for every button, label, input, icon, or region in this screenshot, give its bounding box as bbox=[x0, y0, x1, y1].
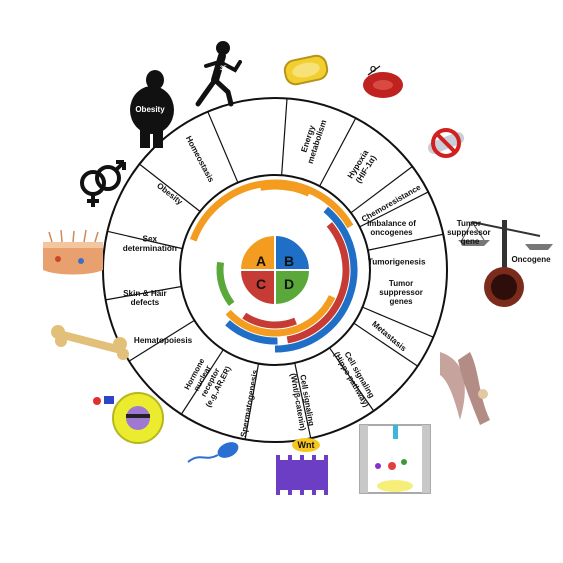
inner-ring bbox=[179, 174, 371, 366]
arc-B bbox=[274, 206, 358, 353]
runner-icon: 35 bbox=[195, 41, 242, 107]
legend-quadrant-D bbox=[274, 269, 312, 307]
segment-label-line: Imbalance of bbox=[367, 219, 416, 228]
skin-hair-icon bbox=[43, 229, 103, 275]
segment-label-line: Tumorigenesis bbox=[368, 257, 426, 266]
scale-right-label: Oncogene bbox=[511, 255, 551, 264]
segment-label-line: suppressor bbox=[379, 288, 423, 297]
balance-scale-icon: Tumor suppressor gene Oncogene bbox=[447, 219, 553, 307]
runner-number: 35 bbox=[220, 66, 227, 72]
segment-label: Hematopoiesis bbox=[134, 336, 193, 345]
legend-label-B: B bbox=[284, 253, 294, 269]
segment-divider bbox=[207, 111, 239, 183]
segment-divider bbox=[107, 230, 183, 250]
segment-divider bbox=[244, 363, 260, 440]
oxygen-label: O bbox=[370, 65, 376, 74]
arc-C bbox=[242, 312, 297, 329]
segment-divider bbox=[105, 285, 182, 301]
segment-label: Energymetabolism bbox=[297, 116, 329, 165]
segment-label-line: Sex bbox=[143, 235, 158, 244]
arc-B bbox=[225, 320, 278, 345]
segment-divider bbox=[359, 191, 429, 228]
segment-label-line: oncogenes bbox=[370, 228, 413, 237]
sperm-icon bbox=[187, 442, 239, 463]
legend-quadrant-B bbox=[274, 233, 312, 271]
segment-label: Spermatogenesis bbox=[239, 369, 260, 438]
segment-label-line: Hematopoiesis bbox=[134, 336, 193, 345]
gender-symbol-icon bbox=[80, 160, 126, 207]
fat-cell-icon bbox=[283, 54, 329, 86]
center-legend: A B C D bbox=[238, 233, 312, 307]
wnt-label: Wnt bbox=[298, 440, 315, 450]
arc-D bbox=[216, 261, 235, 307]
arc-C bbox=[286, 222, 350, 344]
segment-divider bbox=[350, 166, 413, 214]
segment-divider bbox=[294, 362, 312, 439]
scale-left-label: Tumor suppressor gene bbox=[447, 219, 493, 246]
segment-label: Chemoresistance bbox=[360, 182, 423, 223]
hippo-pathway-cell-icon bbox=[359, 424, 431, 494]
segment-label: Cell signaling(Hippo pathway) bbox=[332, 346, 379, 409]
segment-divider bbox=[139, 163, 201, 212]
bone-icon bbox=[51, 325, 129, 360]
segment-divider bbox=[281, 98, 288, 176]
obesity-silhouette-icon: Obesity bbox=[130, 70, 174, 148]
no-drug-icon bbox=[427, 128, 465, 158]
segment-label-line: Tumor bbox=[389, 279, 413, 288]
segment-divider bbox=[328, 347, 375, 412]
segment-label-line: Obesity bbox=[155, 181, 185, 207]
red-blood-cell-icon: O bbox=[363, 65, 403, 98]
segment-label-line: defects bbox=[131, 298, 160, 307]
segment-label: Homeostasis bbox=[184, 134, 216, 184]
arc-layer bbox=[189, 179, 358, 353]
segment-divider bbox=[367, 233, 444, 251]
segment-label: Hormonenuclearreceptor(e.g.,AR,ER) bbox=[180, 352, 233, 409]
segment-label: Cell signaling(Wnt/β-catenin) bbox=[289, 371, 317, 432]
metastasis-vessel-icon bbox=[440, 352, 490, 425]
arc-A bbox=[259, 182, 311, 197]
segment-label-line: determination bbox=[123, 244, 177, 253]
segment-label-line: Chemoresistance bbox=[360, 182, 423, 223]
legend-label-C: C bbox=[256, 276, 266, 292]
segment-label: Tumorigenesis bbox=[368, 257, 426, 266]
nuclear-receptor-cell-icon bbox=[93, 392, 164, 444]
segment-label-line: Spermatogenesis bbox=[239, 369, 260, 438]
segment-divider bbox=[128, 319, 195, 362]
segment-label: Hypoxia(HIF-1α) bbox=[346, 148, 379, 185]
legend-quadrant-A bbox=[238, 233, 276, 271]
segment-label: Obesity bbox=[155, 181, 185, 207]
segment-divider bbox=[319, 117, 357, 187]
icon-layer: Obesity 35 O bbox=[43, 41, 553, 495]
wnt-receptor-icon: Wnt bbox=[276, 438, 328, 495]
segment-label-line: Skin & Hair bbox=[123, 289, 167, 298]
legend-quadrant-C bbox=[238, 269, 276, 307]
legend-label-A: A bbox=[256, 253, 266, 269]
obesity-figure-label: Obesity bbox=[135, 105, 165, 114]
segment-label-line: Homeostasis bbox=[184, 134, 216, 184]
segment-label-line: genes bbox=[389, 297, 413, 306]
arc-A bbox=[225, 295, 336, 337]
segment-divider bbox=[180, 349, 224, 415]
segment-divider bbox=[353, 322, 418, 367]
segment-divider bbox=[362, 306, 434, 338]
legend-label-D: D bbox=[284, 276, 294, 292]
